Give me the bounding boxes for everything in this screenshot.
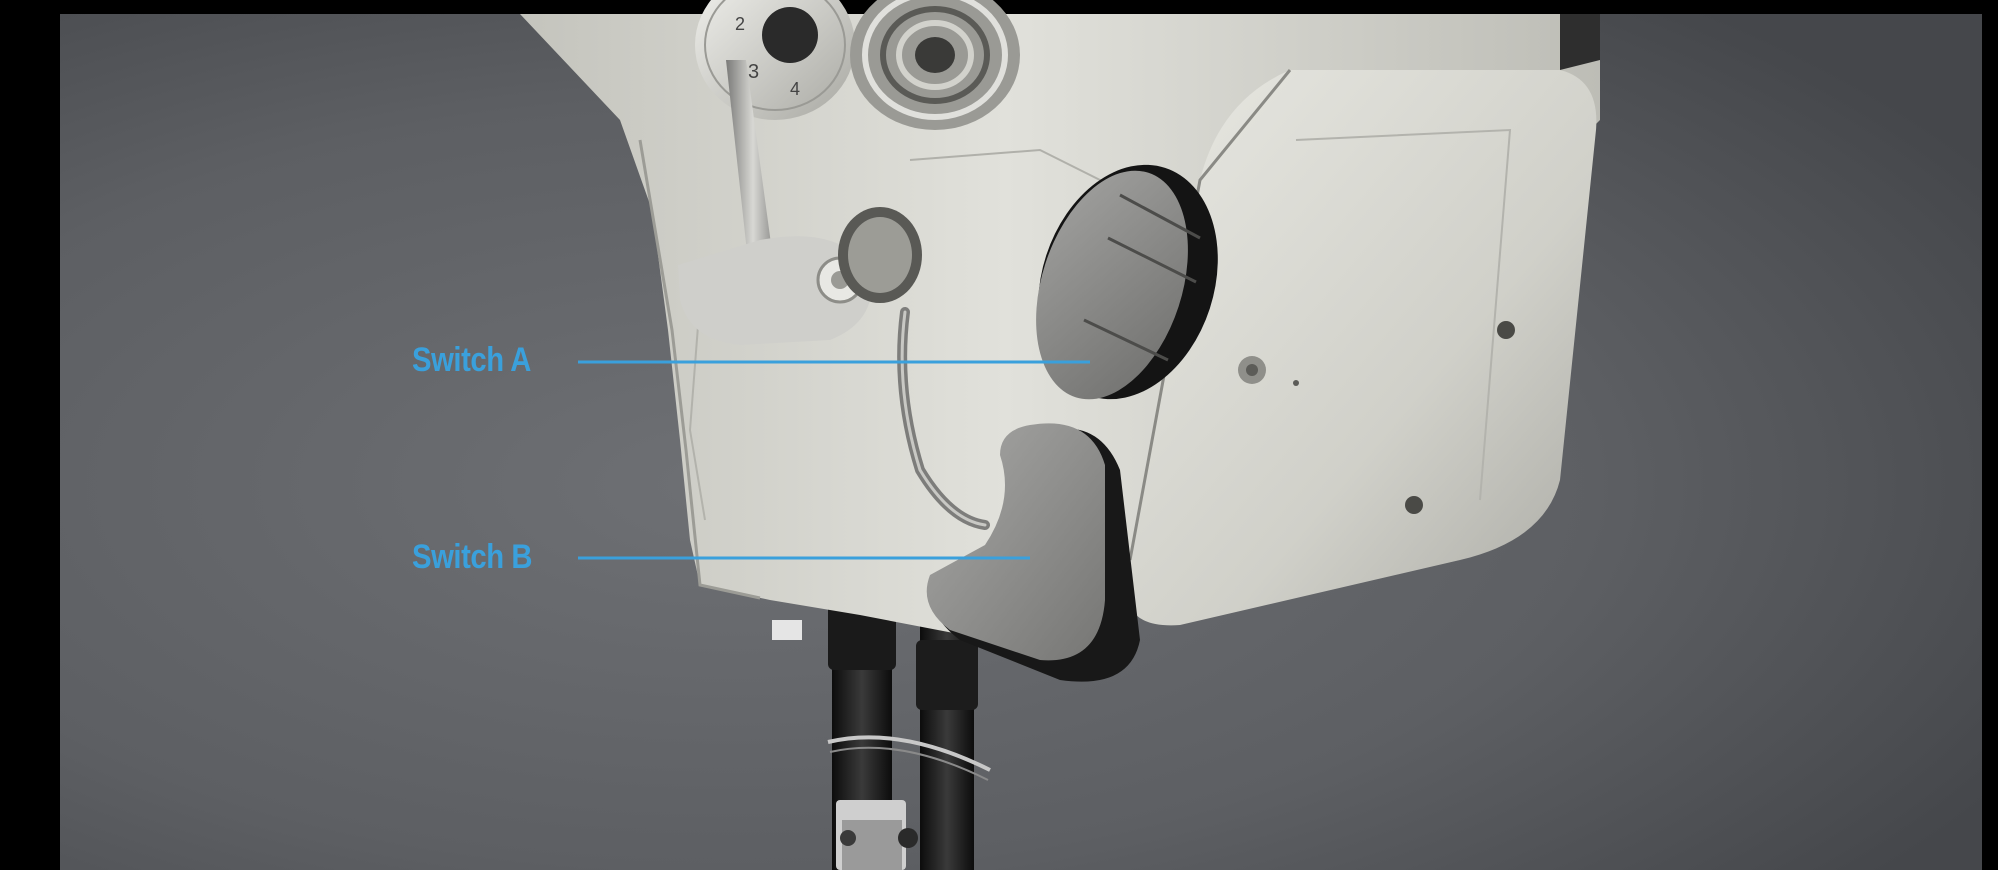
switch-a-pad bbox=[1036, 164, 1218, 400]
switch-b-paddle bbox=[926, 423, 1140, 682]
take-up-lever bbox=[678, 60, 922, 345]
svg-text:4: 4 bbox=[790, 79, 800, 99]
tension-spring bbox=[850, 0, 1020, 130]
svg-text:2: 2 bbox=[735, 14, 745, 34]
cover-shadow bbox=[1560, 14, 1600, 70]
svg-text:3: 3 bbox=[748, 61, 759, 83]
switch-a-label: Switch A bbox=[412, 341, 531, 379]
switch-b-label: Switch B bbox=[412, 538, 533, 576]
switch-cover bbox=[1125, 69, 1597, 626]
